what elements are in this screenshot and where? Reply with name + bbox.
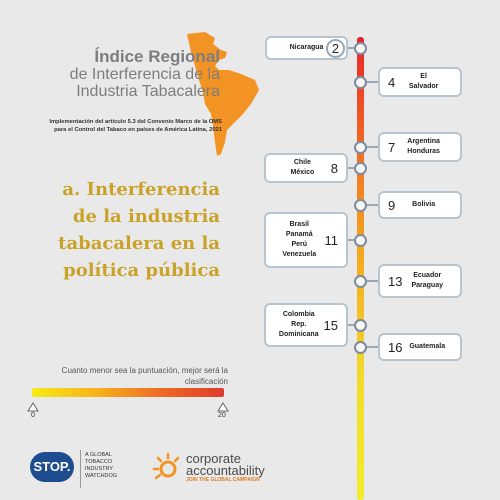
stop-tagline-line: A GLOBAL [85, 452, 112, 458]
ranking-score: 13 [388, 273, 403, 289]
country-name: Panamá [285, 231, 313, 238]
country-name: Perú [291, 241, 308, 248]
ranking-dot [354, 340, 367, 354]
ranking-dot [354, 41, 367, 55]
country-name: Argentina [407, 138, 440, 145]
ranking-countries: Guatemala [402, 342, 452, 352]
ranking-dot [354, 318, 367, 332]
country-name: Guatemala [409, 343, 446, 350]
ranking-connector [367, 280, 380, 282]
country-name: Ecuador [413, 272, 442, 279]
country-name: Chile [293, 159, 311, 166]
stop-logo: STOP. [30, 452, 74, 482]
ranking-connector [367, 204, 380, 206]
country-name: México [290, 169, 315, 176]
ranking-score: 15 [323, 317, 338, 333]
ranking-countries: Nicaragua [275, 43, 338, 53]
section-heading: a. Interferencia de la industria tabacal… [25, 176, 220, 284]
ranking-connector [346, 239, 354, 241]
heading-line-4: política pública [63, 260, 220, 281]
ranking-score: 8 [330, 160, 338, 176]
ranking-dot [354, 161, 367, 175]
heading-line-1: a. Interferencia [62, 179, 220, 200]
ranking-score: 11 [324, 232, 339, 248]
corporate-accountability-sun-icon [152, 452, 180, 480]
country-name: El [420, 73, 427, 80]
ranking-connector [346, 324, 354, 326]
stop-tagline-line: TOBACCO [85, 459, 113, 465]
ranking-score: 9 [388, 197, 396, 213]
scale-note: Cuanto menor sea la puntuación, mejor se… [61, 366, 228, 386]
ca-logo-line-2: accountability [186, 463, 265, 478]
scale-max-marker [217, 399, 229, 412]
triangle-icon [217, 402, 229, 412]
ranking-dot [354, 198, 367, 212]
triangle-icon [27, 402, 39, 412]
latin-america-map [187, 32, 259, 156]
ranking-dot [354, 140, 367, 154]
scale-max-label: 20 [218, 412, 226, 419]
ca-logo-line-1: corporate [186, 451, 241, 466]
country-name: Paraguay [411, 282, 443, 289]
stop-tagline-line: WATCHDOG [85, 473, 118, 479]
country-name: Honduras [407, 148, 440, 155]
stop-tagline-line: INDUSTRY [85, 466, 114, 472]
subtitle-line-1: Implementación del artículo 5.3 del Conv… [49, 119, 222, 125]
ca-tagline: JOIN THE GLOBAL CAMPAIGN [186, 477, 260, 483]
ranking-box: 9 Bolivia [378, 191, 462, 219]
country-name: Venezuela [282, 251, 317, 258]
title-line-2: de Interferencia de la [69, 66, 220, 83]
country-name: Rep. [291, 321, 307, 328]
ranking-axis-line [357, 37, 364, 500]
ranking-connector [346, 167, 354, 169]
ranking-score: 4 [388, 74, 396, 90]
ranking-connector [367, 346, 380, 348]
scale-min-label: 0 [31, 412, 35, 419]
ranking-countries: Bolivia [395, 200, 452, 210]
ranking-connector [346, 47, 354, 49]
title-line-3: Industria Tabacalera [76, 83, 220, 100]
stop-tagline: A GLOBAL TOBACCO INDUSTRY WATCHDOG [85, 452, 117, 480]
ranking-box: 16 Guatemala [378, 333, 462, 361]
heading-line-2: de la industria [72, 206, 220, 227]
country-name: Salvador [408, 83, 439, 90]
country-name: Colombia [282, 311, 315, 318]
footer-divider [80, 450, 81, 488]
ranking-dot [354, 274, 367, 288]
scale-min-marker [27, 399, 39, 412]
ranking-dot [354, 75, 367, 89]
ranking-dot [354, 233, 367, 247]
country-name: Brasil [289, 221, 309, 228]
subtitle-line-2: para el Control del Tabaco en países de … [54, 127, 222, 133]
ranking-connector [367, 81, 380, 83]
title-line-1: Índice Regional [94, 47, 220, 66]
ranking-score: 2 [326, 38, 345, 58]
country-name: Bolivia [412, 201, 436, 208]
subtitle: Implementación del artículo 5.3 del Conv… [22, 118, 222, 134]
country-name: Dominicana [278, 331, 319, 338]
score-scale-gradient [32, 388, 224, 397]
country-name: Nicaragua [289, 44, 324, 51]
heading-line-3: tabacalera en la [58, 233, 220, 254]
ranking-score: 16 [388, 339, 403, 355]
ranking-score: 7 [388, 139, 396, 155]
ranking-connector [367, 146, 380, 148]
